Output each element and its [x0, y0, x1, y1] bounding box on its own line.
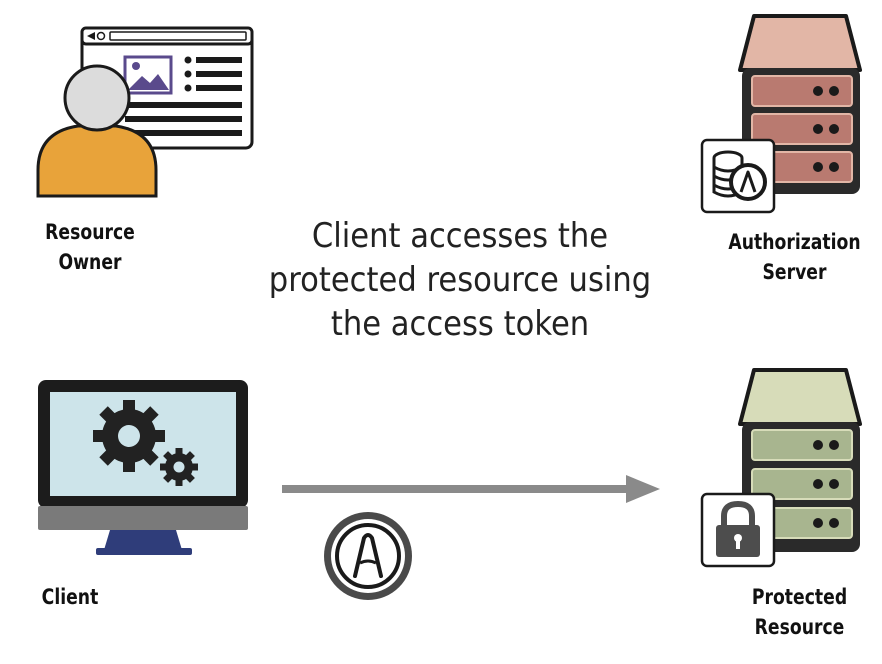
padlock-icon — [700, 492, 776, 568]
authorization-server-icon — [700, 14, 862, 214]
server-drawer — [751, 429, 853, 461]
resource-owner-icon — [36, 26, 254, 198]
person-head-icon — [63, 64, 131, 132]
server-drawer — [751, 113, 853, 145]
small-gear-icon — [160, 448, 198, 486]
step-caption: Client accesses the protected resource u… — [268, 216, 652, 344]
right-arrow-icon — [282, 475, 660, 503]
server-drawer — [751, 468, 853, 500]
coin-stack-token-icon — [700, 138, 776, 214]
resource-owner-label: Resource Owner — [45, 220, 135, 274]
protected-resource-server-icon — [700, 368, 862, 568]
client-monitor-icon — [38, 380, 248, 555]
server-drawer — [751, 75, 853, 107]
server-drawer — [751, 507, 853, 539]
protected-resource-label: Protected Resource — [751, 585, 848, 639]
person-body-icon — [36, 124, 158, 198]
access-token-icon — [324, 512, 412, 600]
gear-icon — [93, 400, 165, 472]
client-label: Client — [41, 585, 99, 609]
authorization-server-label: Authorization Server — [728, 230, 861, 284]
